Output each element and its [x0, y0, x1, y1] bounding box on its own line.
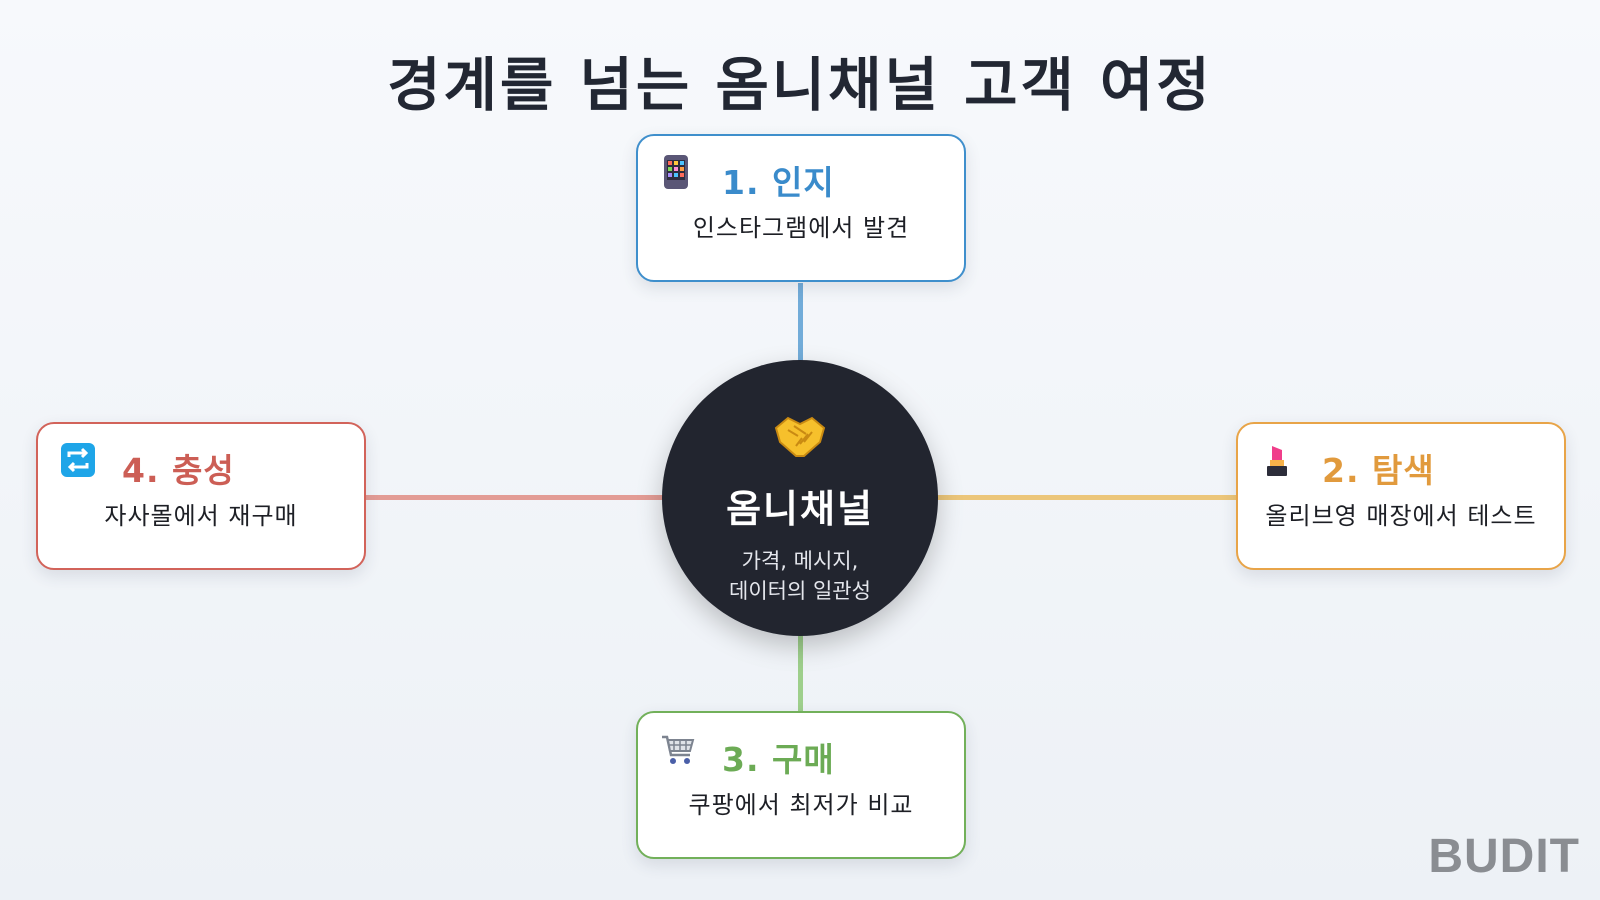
step-card-explore: 2. 탐색 올리브영 매장에서 테스트: [1236, 422, 1566, 570]
connector-explore: [935, 495, 1240, 500]
step-title: 1. 인지: [722, 163, 835, 202]
connector-awareness: [798, 283, 803, 363]
step-title: 4. 충성: [122, 451, 235, 490]
step-description: 인스타그램에서 발견: [692, 214, 910, 242]
lipstick-icon: [1267, 446, 1287, 476]
hub-title: 옴니채널: [726, 487, 874, 531]
step-card-awareness: 1. 인지 인스타그램에서 발견: [636, 134, 966, 282]
step-description: 자사몰에서 재구매: [104, 502, 298, 530]
hub-subtitle: 가격, 메시지, 데이터의 일관성: [662, 546, 938, 606]
step-title: 3. 구매: [722, 740, 835, 779]
step-title: 2. 탐색: [1322, 451, 1435, 490]
page-title: 경계를 넘는 옴니채널 고객 여정: [387, 51, 1213, 119]
hub-subtitle-line-2: 데이터의 일관성: [729, 579, 871, 603]
repeat-icon: [61, 443, 95, 477]
omnichannel-hub: 옴니채널 가격, 메시지, 데이터의 일관성: [662, 360, 938, 636]
mobile-app-icon: [664, 155, 688, 189]
connector-purchase: [798, 632, 803, 712]
connector-loyalty: [365, 495, 665, 500]
shopping-cart-icon: [662, 735, 695, 764]
hub-subtitle-line-1: 가격, 메시지,: [741, 549, 859, 573]
step-description: 쿠팡에서 최저가 비교: [688, 791, 914, 819]
step-card-loyalty: 4. 충성 자사몰에서 재구매: [36, 422, 366, 570]
handshake-icon: [774, 416, 826, 457]
step-card-purchase: 3. 구매 쿠팡에서 최저가 비교: [636, 711, 966, 859]
step-description: 올리브영 매장에서 테스트: [1265, 502, 1537, 530]
brand-logo: BUDIT: [1428, 830, 1580, 883]
